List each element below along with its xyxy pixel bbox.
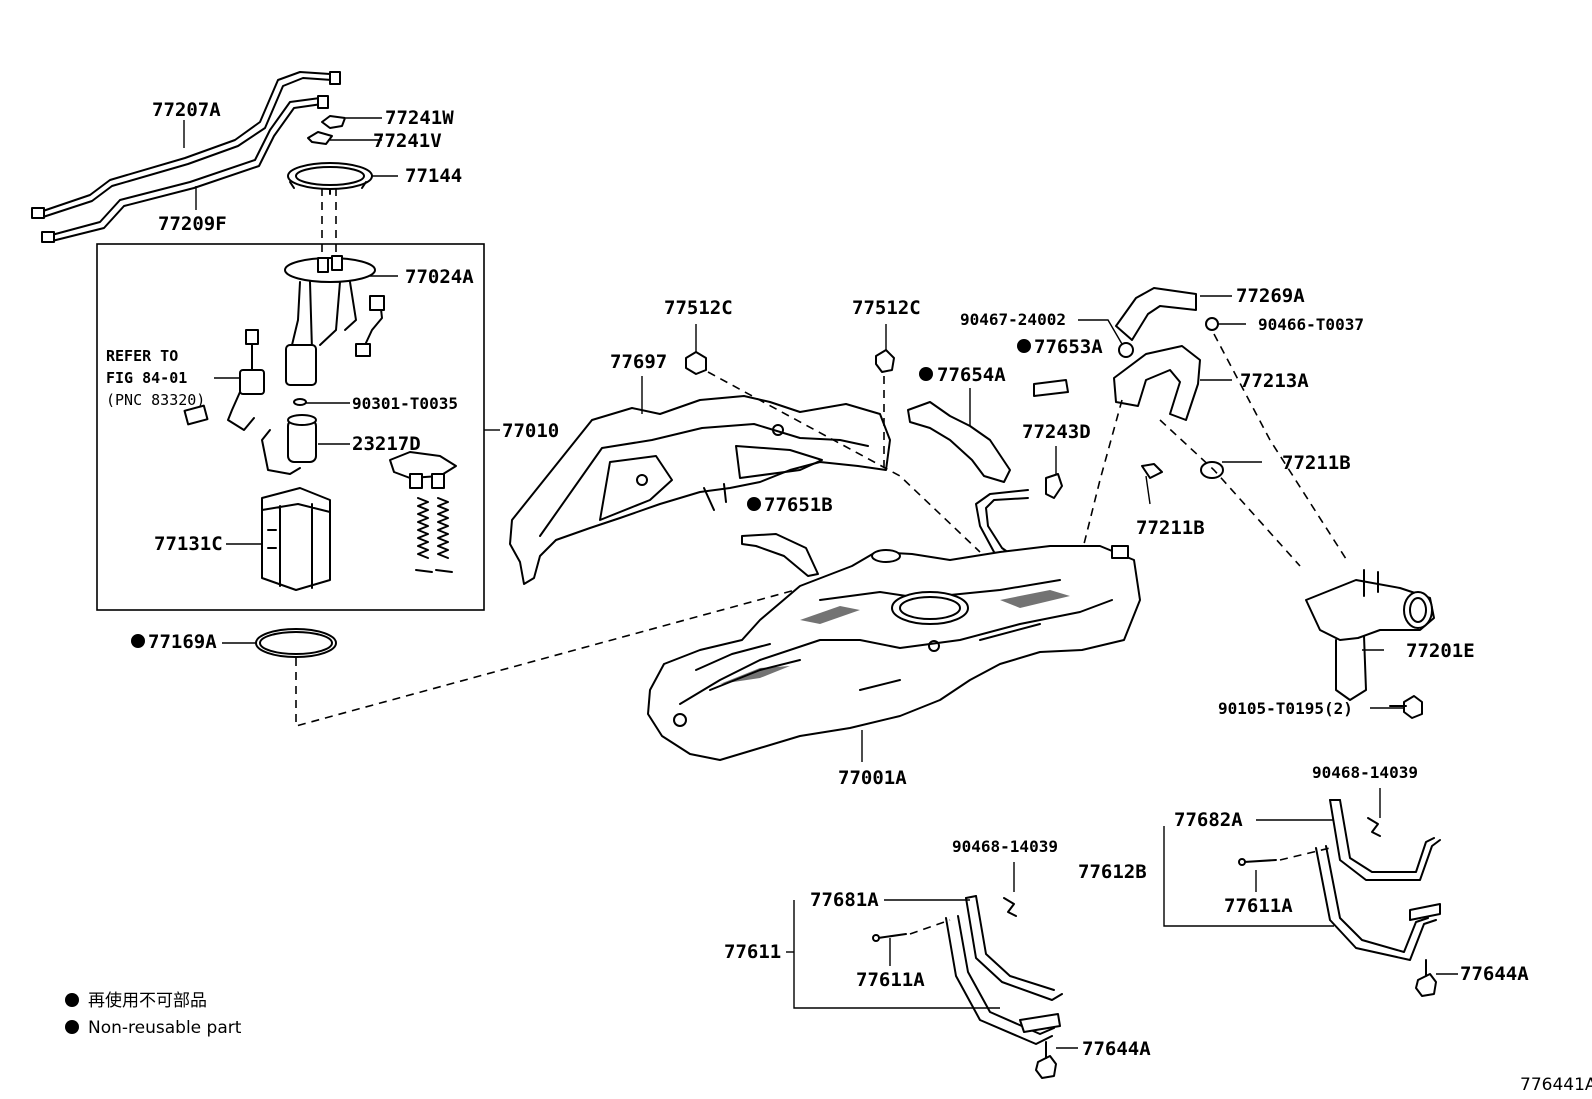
hose-77213A[interactable]	[1113, 345, 1201, 421]
fuel-tank-protector-77697[interactable]	[509, 395, 891, 585]
clamp-90466-T0037[interactable]	[1205, 317, 1219, 331]
label-77207A[interactable]: 77207A	[152, 99, 221, 121]
legend-marker-en	[65, 1020, 79, 1034]
clip-90468-14039-left[interactable]	[1003, 897, 1017, 917]
label-77209F[interactable]: 77209F	[158, 213, 227, 235]
label-90467-24002[interactable]: 90467-24002	[960, 310, 1066, 329]
clip-90468-14039-right[interactable]	[1367, 817, 1381, 837]
label-77644A-left[interactable]: 77644A	[1082, 1038, 1151, 1060]
clamp-77243D[interactable]	[1045, 473, 1063, 499]
nonreusable-marker-77651B	[747, 497, 761, 511]
label-77169A[interactable]: 77169A	[148, 631, 217, 653]
label-77243D[interactable]: 77243D	[1022, 421, 1091, 443]
fuel-tube-77207A-77209F[interactable]	[31, 71, 341, 243]
hose-77269A[interactable]	[1115, 287, 1197, 341]
nonreusable-marker-77654A	[919, 367, 933, 381]
label-77612B[interactable]: 77612B	[1078, 861, 1147, 883]
nonreusable-marker-77653A	[1017, 339, 1031, 353]
pin-77611A-left[interactable]	[872, 933, 907, 942]
nonreusable-marker-77169A	[131, 634, 145, 648]
label-90105-T0195[interactable]: 90105-T0195(2)	[1218, 699, 1353, 718]
clip-77512C-right[interactable]	[875, 349, 895, 373]
pump-module-group-box	[96, 243, 485, 611]
tank-band-77612B-lower[interactable]	[1315, 845, 1441, 961]
label-77697[interactable]: 77697	[610, 351, 667, 373]
pin-77611A-right[interactable]	[1238, 858, 1277, 866]
label-77512C-left[interactable]: 77512C	[664, 297, 733, 319]
label-77512C-right[interactable]: 77512C	[852, 297, 921, 319]
pressure-regulator-assembly[interactable]	[389, 451, 457, 573]
label-90468-14039-right[interactable]: 90468-14039	[1312, 763, 1418, 782]
gasket-77169A[interactable]	[255, 628, 337, 658]
label-77241V[interactable]: 77241V	[373, 130, 442, 152]
label-77681A[interactable]: 77681A	[810, 889, 879, 911]
figure-code: 776441A	[1520, 1075, 1592, 1095]
label-77010[interactable]: 77010	[502, 420, 559, 442]
legend-marker-jp	[65, 993, 79, 1007]
label-77001A[interactable]: 77001A	[838, 767, 907, 789]
label-90468-14039-left[interactable]: 90468-14039	[952, 837, 1058, 856]
label-77201E[interactable]: 77201E	[1406, 640, 1475, 662]
filler-pipe-77201E[interactable]	[1305, 569, 1435, 701]
label-77131C[interactable]: 77131C	[154, 533, 223, 555]
fuel-pump-module-77024A[interactable]	[284, 255, 385, 386]
label-77611[interactable]: 77611	[724, 941, 781, 963]
label-77144[interactable]: 77144	[405, 165, 462, 187]
label-77213A[interactable]: 77213A	[1240, 370, 1309, 392]
legend-text-jp: 再使用不可部品	[88, 990, 207, 1011]
leader-lines	[183, 117, 1458, 1049]
legend: 再使用不可部品 Non-reusable part	[65, 990, 242, 1038]
cushion-77653A[interactable]	[1033, 379, 1069, 397]
cushion-77654A[interactable]	[907, 401, 1011, 483]
label-77211B-upper[interactable]: 77211B	[1282, 452, 1351, 474]
label-23217D[interactable]: 23217D	[352, 433, 421, 455]
label-77644A-right[interactable]: 77644A	[1460, 963, 1529, 985]
refer-line-3: (PNC 83320)	[106, 391, 205, 409]
clip-77512C-left[interactable]	[685, 351, 707, 375]
clamp-77211B-upper[interactable]	[1200, 461, 1224, 479]
bolt-77644A-left[interactable]	[1035, 1041, 1057, 1079]
clip-77241V[interactable]	[307, 131, 333, 145]
label-90301-T0035[interactable]: 90301-T0035	[352, 394, 458, 413]
label-77024A[interactable]: 77024A	[405, 266, 474, 288]
cushion-77651B[interactable]	[741, 533, 819, 577]
legend-text-en: Non-reusable part	[88, 1018, 242, 1038]
clamp-77211B-lower[interactable]	[1141, 463, 1163, 479]
tank-band-77611-lower[interactable]	[945, 915, 1061, 1045]
clamp-90467-24002[interactable]	[1118, 342, 1134, 358]
label-77211B-lower[interactable]: 77211B	[1136, 517, 1205, 539]
fuel-tank-77001A[interactable]	[647, 545, 1141, 761]
label-90466-T0037[interactable]: 90466-T0037	[1258, 315, 1364, 334]
fuel-filter-77131C[interactable]	[261, 487, 331, 591]
retainer-ring-77144[interactable]	[287, 162, 373, 195]
o-ring-90301-T0035[interactable]	[293, 398, 307, 406]
label-77611A-left[interactable]: 77611A	[856, 969, 925, 991]
tank-band-77682A[interactable]	[1329, 799, 1441, 881]
label-77611A-right[interactable]: 77611A	[1224, 895, 1293, 917]
bolt-77644A-right[interactable]	[1415, 959, 1437, 997]
fuel-pump-23217D[interactable]	[261, 414, 317, 475]
fuel-sender-gauge[interactable]	[183, 329, 265, 431]
clip-77241W[interactable]	[321, 115, 346, 129]
label-77241W[interactable]: 77241W	[385, 107, 454, 129]
label-77654A[interactable]: 77654A	[937, 364, 1006, 386]
refer-line-1: REFER TO	[106, 347, 178, 365]
tank-band-77681A[interactable]	[965, 895, 1063, 1001]
bolt-90105-T0195[interactable]	[1389, 695, 1423, 719]
label-77651B[interactable]: 77651B	[764, 494, 833, 516]
label-77269A[interactable]: 77269A	[1236, 285, 1305, 307]
refer-line-2: FIG 84-01	[106, 369, 187, 387]
label-77682A[interactable]: 77682A	[1174, 809, 1243, 831]
label-77653A[interactable]: 77653A	[1034, 336, 1103, 358]
